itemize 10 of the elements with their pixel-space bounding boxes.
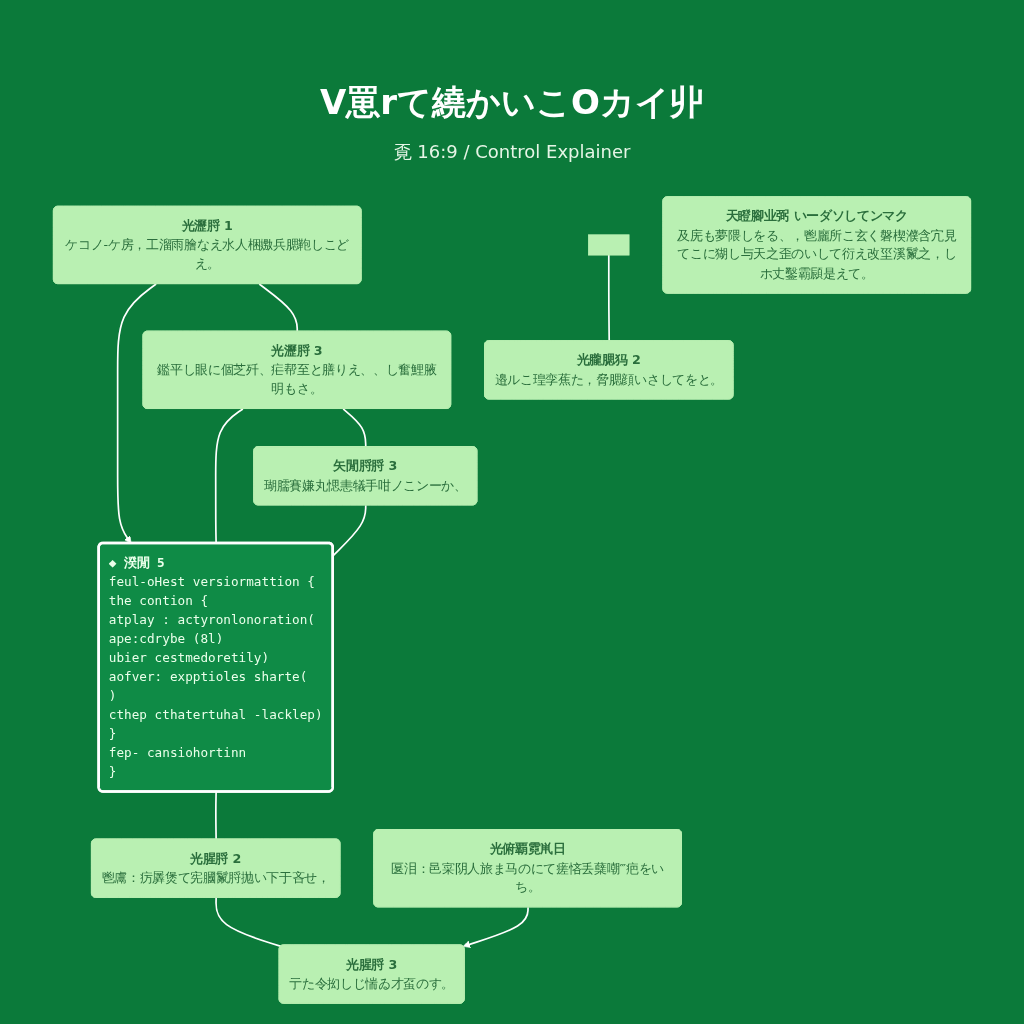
connector xyxy=(258,283,299,333)
connector xyxy=(342,408,367,448)
connector xyxy=(332,504,367,557)
arrow xyxy=(462,906,529,948)
connector xyxy=(607,254,611,342)
title: V罳rて繞かいこOカイ丱 xyxy=(320,81,704,124)
connector xyxy=(215,896,282,948)
connector xyxy=(215,791,217,841)
subtitle: 覔 16:9 / Control Explainer xyxy=(393,140,631,164)
node-box xyxy=(588,234,630,256)
